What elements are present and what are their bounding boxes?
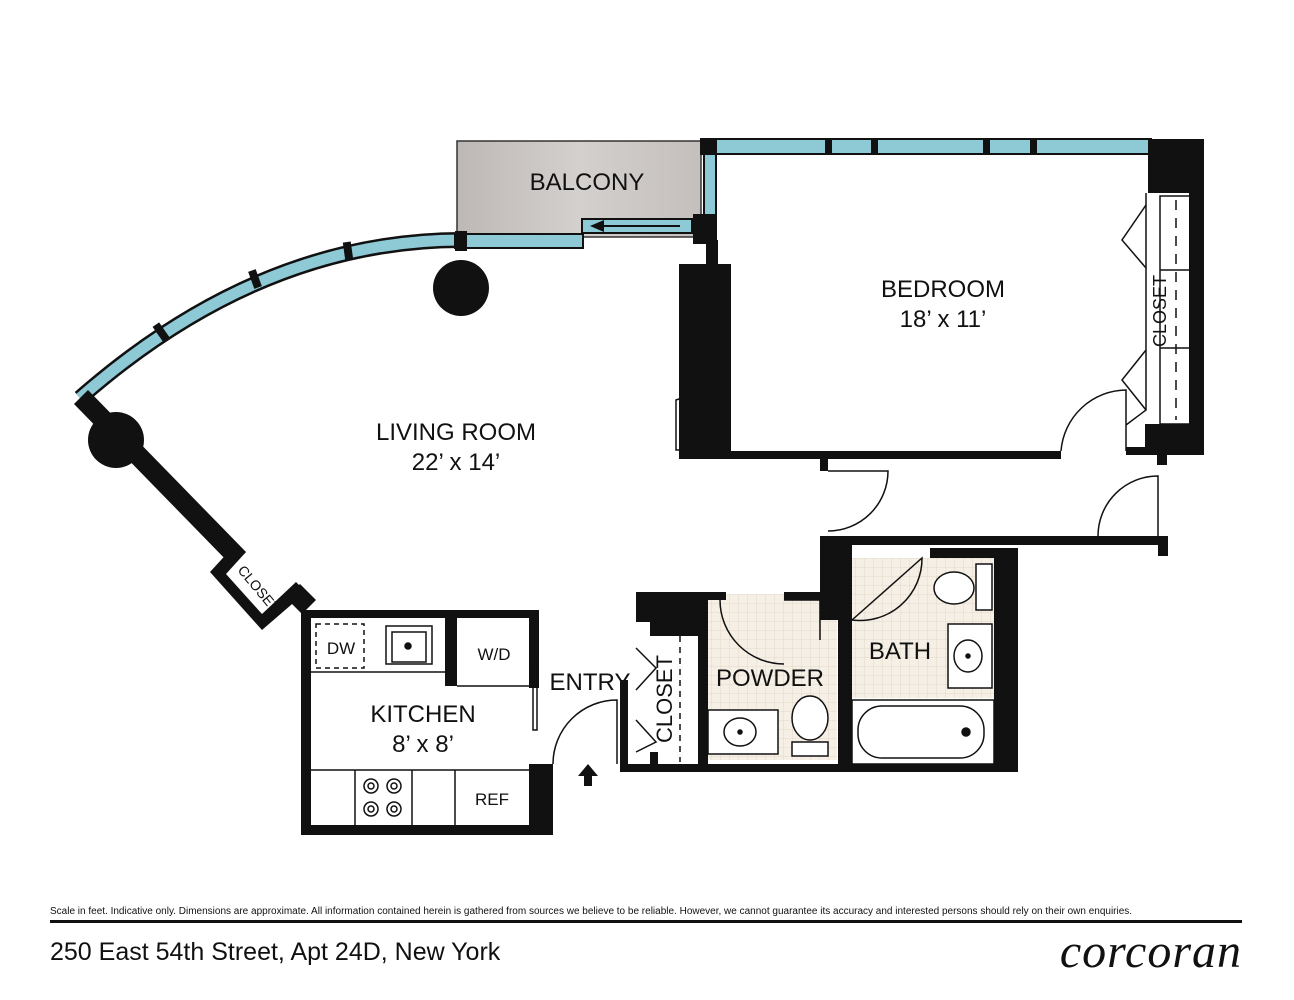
small-closet-label: CLOSET bbox=[699, 399, 713, 448]
address: 250 East 54th Street, Apt 24D, New York bbox=[50, 938, 501, 966]
door-swings bbox=[532, 388, 1159, 765]
bedroom-closet bbox=[1121, 193, 1191, 426]
powder-label: POWDER bbox=[716, 665, 824, 692]
kitchen-fixtures bbox=[311, 623, 529, 825]
balcony-label: BALCONY bbox=[530, 169, 645, 196]
dishwasher-label: DW bbox=[327, 639, 355, 658]
disclaimer: Scale in feet. Indicative only. Dimensio… bbox=[50, 906, 1133, 917]
column bbox=[433, 260, 489, 316]
column bbox=[88, 412, 144, 468]
bedroom-label: BEDROOM bbox=[881, 276, 1005, 303]
kitchen-dims: 8’ x 8’ bbox=[392, 731, 454, 758]
entry-arrow-icon bbox=[578, 764, 598, 786]
bedroom-dims: 18’ x 11’ bbox=[900, 306, 987, 333]
living-closet-label: CLOSET bbox=[235, 562, 284, 616]
bedroom-window-wall bbox=[700, 138, 1152, 217]
balcony bbox=[456, 140, 702, 238]
bedroom-closet-label: CLOSET bbox=[1150, 275, 1170, 347]
footer-rule bbox=[50, 920, 1242, 923]
walls bbox=[74, 139, 1204, 835]
curved-window-wall bbox=[74, 231, 584, 405]
entry-label: ENTRY bbox=[550, 669, 631, 696]
bath-label: BATH bbox=[869, 638, 931, 665]
kitchen-label: KITCHEN bbox=[370, 701, 475, 728]
living-room-label: LIVING ROOM bbox=[376, 419, 536, 446]
bath-fixtures bbox=[707, 563, 995, 765]
living-room-dims: 22’ x 14’ bbox=[412, 449, 501, 476]
washer-dryer-label: W/D bbox=[477, 645, 510, 664]
brand-logo: corcoran bbox=[1059, 925, 1242, 978]
refrigerator-label: REF bbox=[475, 790, 509, 809]
entry-closet-label: CLOSET bbox=[652, 655, 677, 743]
